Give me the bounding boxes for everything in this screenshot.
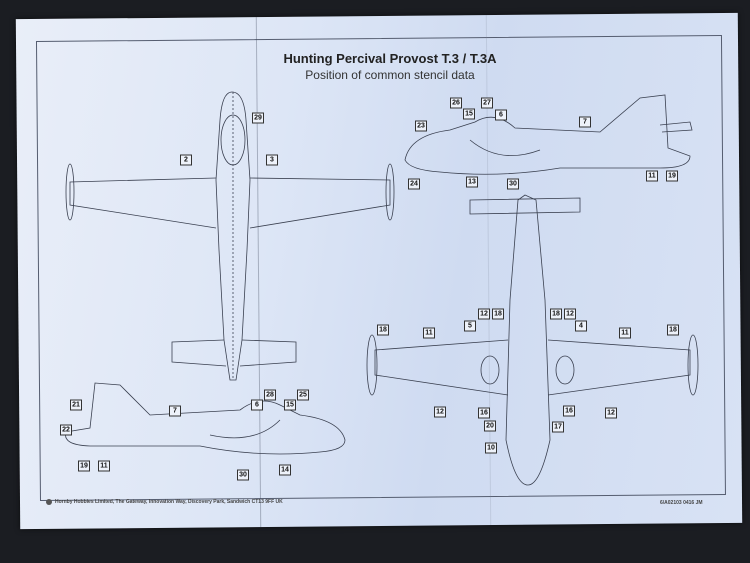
callout-number: 12 xyxy=(478,308,490,320)
callout-number: 18 xyxy=(492,308,504,320)
callout-number: 19 xyxy=(78,460,90,472)
callout-number: 18 xyxy=(550,308,562,320)
callout-number: 6 xyxy=(251,399,263,411)
callout-number: 15 xyxy=(284,399,296,411)
callout-number: 12 xyxy=(564,308,576,320)
callout-number: 19 xyxy=(666,170,678,182)
publisher-address: Hornby Hobbies Limited, The Gateway, Inn… xyxy=(55,499,283,505)
callout-number: 15 xyxy=(463,108,475,120)
side-view-right-aircraft xyxy=(404,94,693,175)
callout-number: 10 xyxy=(485,442,497,454)
callout-number: 21 xyxy=(70,399,82,411)
callout-number: 25 xyxy=(297,389,309,401)
underside-view-aircraft xyxy=(366,194,699,486)
callout-number: 28 xyxy=(264,389,276,401)
callout-number: 11 xyxy=(98,460,110,472)
side-view-left-aircraft xyxy=(65,382,346,455)
callout-number: 2 xyxy=(180,154,192,166)
callout-number: 5 xyxy=(464,320,476,332)
callout-number: 18 xyxy=(377,324,389,336)
callout-number: 18 xyxy=(667,324,679,336)
callout-number: 12 xyxy=(605,407,617,419)
callout-number: 27 xyxy=(481,97,493,109)
top-view-aircraft xyxy=(65,91,395,381)
callout-number: 13 xyxy=(466,176,478,188)
callout-number: 16 xyxy=(563,405,575,417)
sheet-subtitle: Position of common stencil data xyxy=(305,68,475,82)
sheet-title: Hunting Percival Provost T.3 / T.3A xyxy=(283,51,497,66)
callout-number: 20 xyxy=(484,420,496,432)
footer-publisher: Hornby Hobbies Limited, The Gateway, Inn… xyxy=(46,499,283,505)
callout-number: 26 xyxy=(450,97,462,109)
callout-number: 6 xyxy=(495,109,507,121)
callout-number: 11 xyxy=(646,170,658,182)
callout-number: 22 xyxy=(60,424,72,436)
callout-number: 12 xyxy=(434,406,446,418)
callout-number: 30 xyxy=(507,178,519,190)
callout-number: 14 xyxy=(279,464,291,476)
callout-number: 3 xyxy=(266,154,278,166)
callout-number: 4 xyxy=(575,320,587,332)
callout-number: 7 xyxy=(169,405,181,417)
hornby-logo-icon xyxy=(46,499,52,505)
callout-number: 24 xyxy=(408,178,420,190)
callout-number: 11 xyxy=(423,327,435,339)
callout-number: 11 xyxy=(619,327,631,339)
callout-number: 16 xyxy=(478,407,490,419)
footer-code: 6/A02103 0416 JM xyxy=(660,500,703,506)
callout-number: 17 xyxy=(552,421,564,433)
callout-number: 29 xyxy=(252,112,264,124)
callout-number: 30 xyxy=(237,469,249,481)
callout-number: 23 xyxy=(415,120,427,132)
callout-number: 7 xyxy=(579,116,591,128)
